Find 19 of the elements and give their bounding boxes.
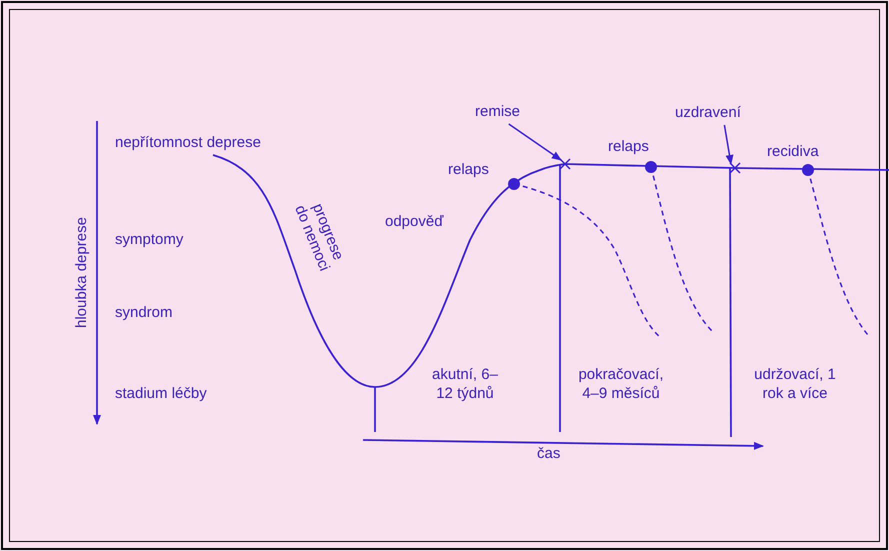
level-label: stadium léčby	[115, 384, 207, 403]
axis-label: čas	[537, 444, 560, 463]
level-label: nepřítomnost deprese	[115, 133, 261, 152]
phase-label: udržovací, 1 rok a více	[753, 365, 837, 403]
arrow	[508, 123, 562, 161]
event-label: uzdravení	[675, 103, 741, 122]
event-label: remise	[475, 102, 520, 121]
level-label: symptomy	[115, 230, 184, 249]
event-label: relaps	[448, 160, 489, 179]
phase-label: pokračovací, 4–9 měsíců	[577, 365, 665, 403]
event-label: relaps	[608, 137, 649, 156]
level-label: syndrom	[115, 303, 173, 322]
cross-mark	[730, 163, 740, 173]
cross-mark	[560, 159, 570, 169]
arrow	[724, 124, 734, 165]
event-label: recidiva	[767, 142, 819, 161]
event-label: odpověď	[385, 212, 444, 231]
phase-label: akutní, 6–12 týdnů	[431, 365, 499, 403]
axis-label: hloubka deprese	[72, 217, 91, 328]
